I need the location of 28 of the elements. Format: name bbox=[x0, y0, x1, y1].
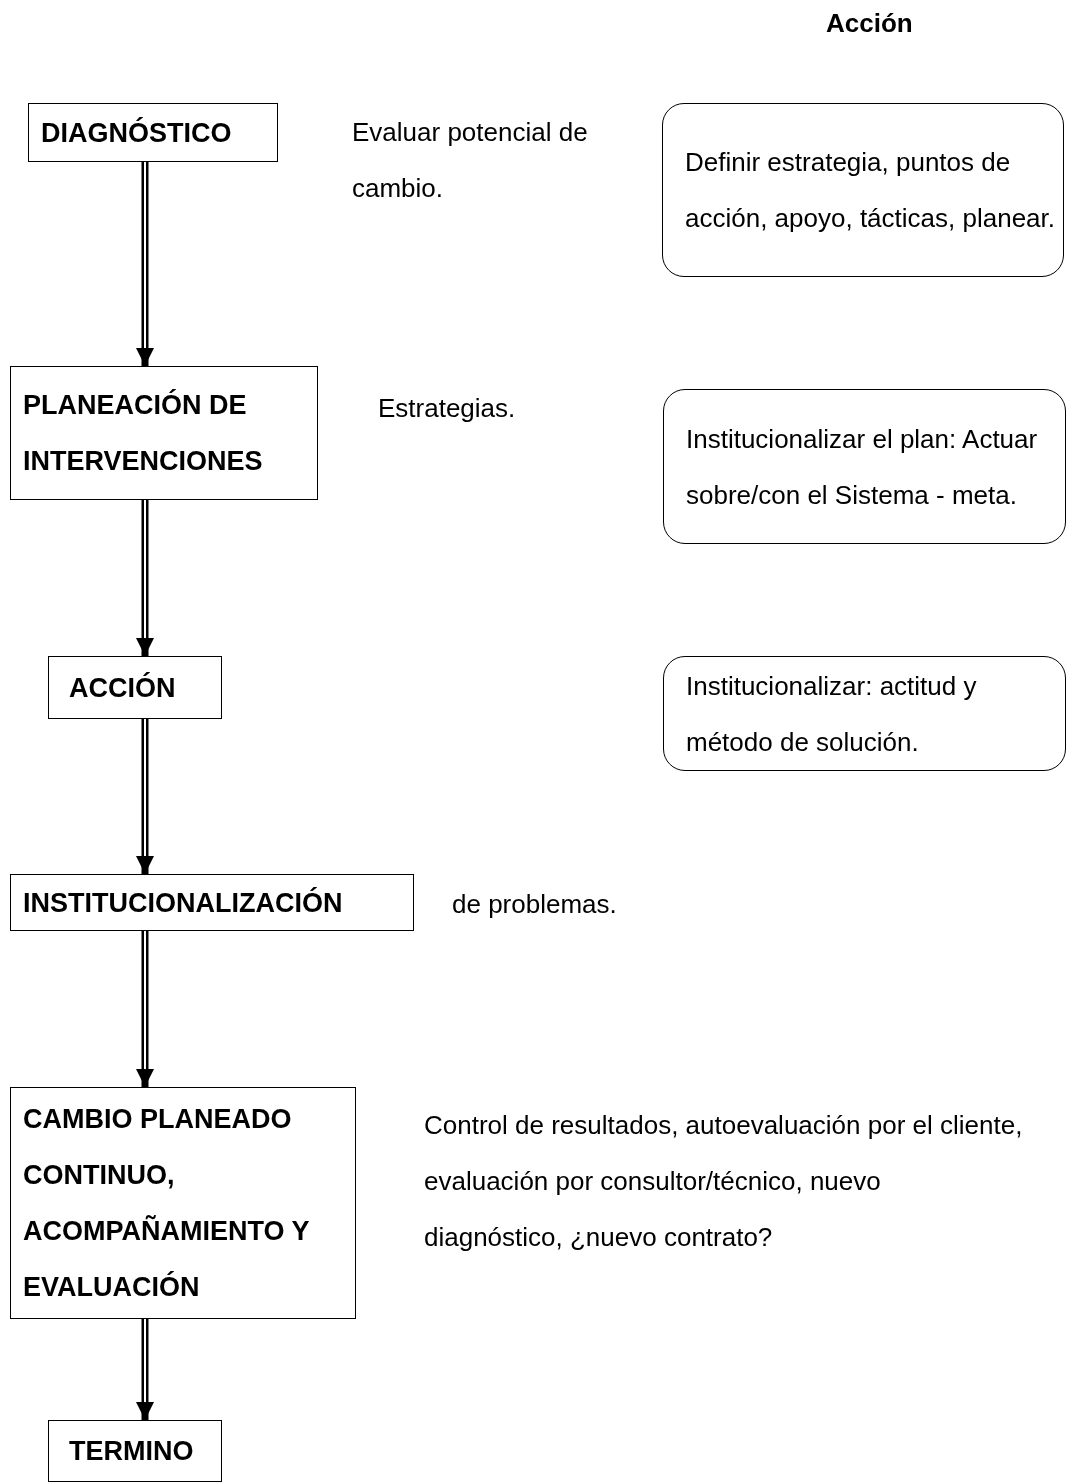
process-box bbox=[48, 656, 222, 719]
process-box bbox=[10, 366, 318, 500]
stage-title: PLANEACIÓN DE INTERVENCIONES bbox=[23, 388, 264, 478]
description-text: Control de resultados, autoevaluación por el cliente, evaluación por consultor/técnico, nuevo diagnóstico, ¿nuevo contrato? bbox=[424, 1109, 1024, 1254]
rounded-box bbox=[663, 389, 1066, 544]
stage-title: TERMINO bbox=[69, 1435, 195, 1468]
double-arrow bbox=[136, 500, 154, 656]
rounded-box bbox=[663, 656, 1066, 771]
process-box bbox=[48, 1420, 222, 1482]
description-text: de problemas. bbox=[452, 888, 618, 921]
action-text: Definir estrategia, puntos de acción, apoyo, tácticas, planear. bbox=[685, 146, 1055, 235]
double-arrow bbox=[136, 931, 154, 1087]
process-box bbox=[28, 103, 278, 162]
description-text: Estrategias. bbox=[378, 392, 517, 425]
stage-title: CAMBIO PLANEADO CONTINUO, ACOMPAÑAMIENTO Y EVALUACIÓN bbox=[23, 1103, 311, 1304]
rounded-box bbox=[662, 103, 1064, 277]
description-text: Evaluar potencial de cambio. bbox=[352, 116, 589, 205]
process-box bbox=[10, 874, 414, 931]
stage-title: ACCIÓN bbox=[69, 671, 177, 705]
double-arrow bbox=[136, 1319, 154, 1420]
double-arrow bbox=[136, 162, 154, 366]
stage-title: DIAGNÓSTICO bbox=[41, 116, 233, 150]
stage-title: INSTITUCIONALIZACIÓN bbox=[23, 886, 344, 920]
double-arrow bbox=[136, 719, 154, 874]
column-heading: Acción bbox=[826, 8, 913, 39]
process-box bbox=[10, 1087, 356, 1319]
action-text: Institucionalizar el plan: Actuar sobre/con el Sistema - meta. bbox=[686, 422, 1039, 512]
action-text: Institucionalizar: actitud y método de solución. bbox=[686, 669, 978, 759]
